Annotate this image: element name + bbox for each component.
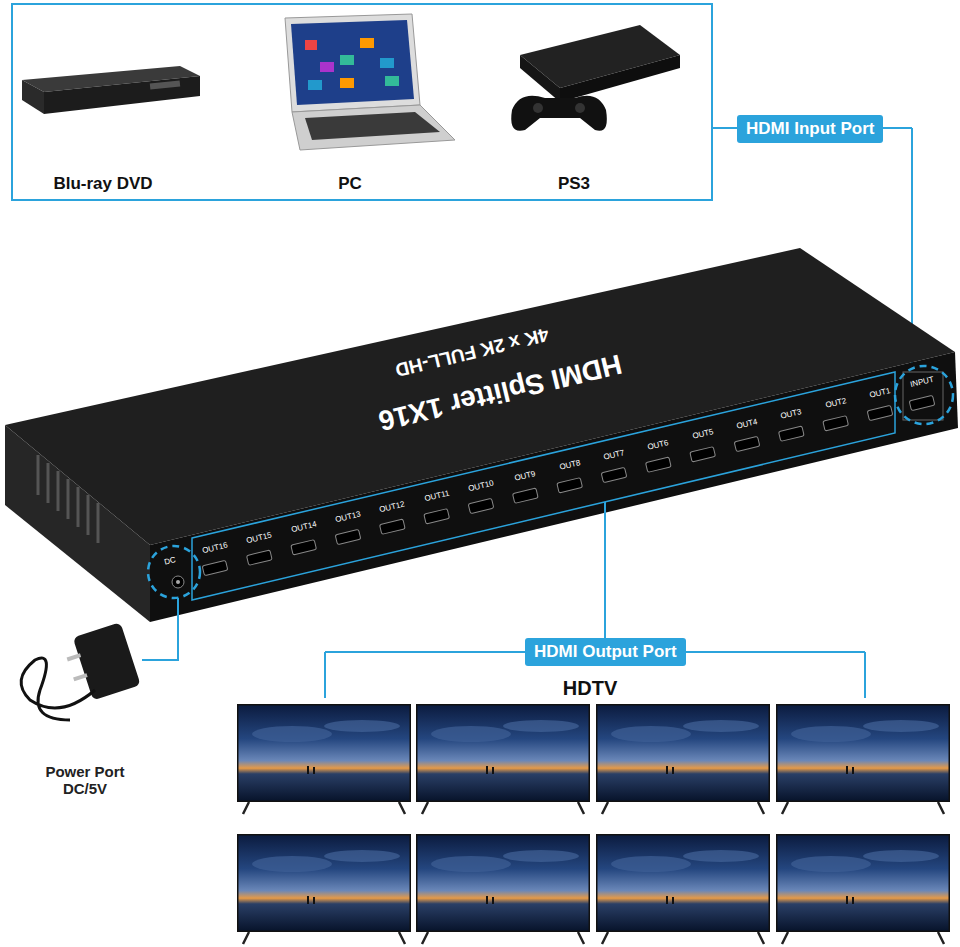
hdmi-port (291, 540, 317, 555)
caption-label: HDTV (563, 677, 617, 700)
hdmi-port (468, 498, 494, 513)
hdmi-port (202, 560, 228, 575)
hdmi-port (379, 519, 405, 534)
hdmi-port (867, 405, 893, 420)
hdmi-port (690, 447, 716, 462)
callout-box: HDMI Output Port (525, 638, 686, 666)
hdmi-port (778, 426, 804, 441)
hdmi-port (512, 488, 538, 503)
device-label: PC (338, 174, 362, 194)
hdmi-port (734, 436, 760, 451)
callout-box: HDMI Input Port (737, 115, 883, 143)
hdmi-port (645, 457, 671, 472)
hdmi-port (424, 509, 450, 524)
power-label: Power Port DC/5V (35, 763, 135, 798)
callout-text: HDMI Output Port (534, 642, 677, 661)
device-label: Blu-ray DVD (53, 174, 152, 194)
hdmi-port (335, 529, 361, 544)
hdmi-port (246, 550, 272, 565)
callout-text: HDMI Input Port (746, 119, 874, 138)
device-label: PS3 (558, 174, 590, 194)
hdmi-port (601, 467, 627, 482)
hdmi-port (557, 478, 583, 493)
hdmi-port (823, 416, 849, 431)
